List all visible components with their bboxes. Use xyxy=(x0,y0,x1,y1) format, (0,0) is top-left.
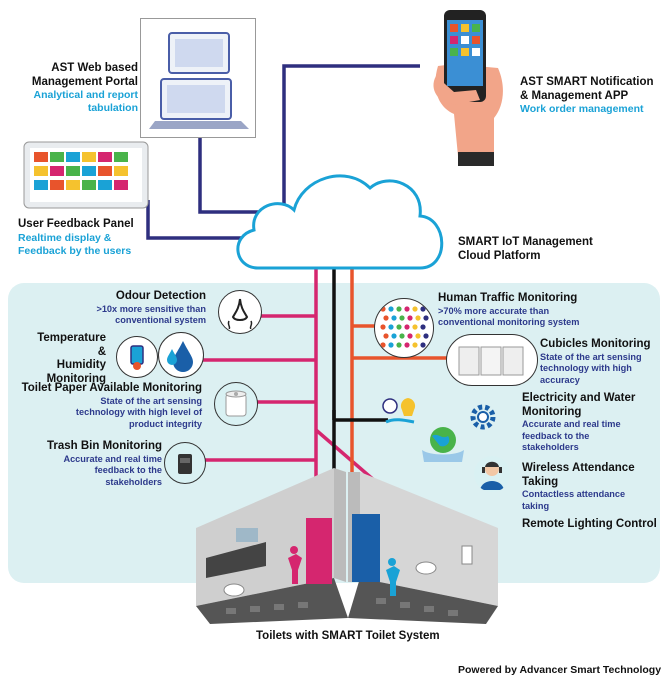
trash-bin-title: Trash Bin Monitoring xyxy=(47,440,162,452)
attendance-sub-1: Contactless attendance xyxy=(522,489,626,499)
attendance-sub-2: taking xyxy=(522,500,550,511)
toilets-illustration xyxy=(196,468,498,624)
cloud-label: SMART IoT Management Cloud Platform xyxy=(458,236,618,263)
footer-credit: Powered by Advancer Smart Technology xyxy=(458,664,662,676)
human-traffic-title: Human Traffic Monitoring xyxy=(438,292,578,304)
odour-sub-1: >10x more sensitive than xyxy=(96,303,206,314)
temperature-label: Temperature & Humidity Monitoring xyxy=(30,332,106,386)
remote-lighting-label: Remote Lighting Control xyxy=(522,518,657,530)
electricity-title-1: Electricity and Water xyxy=(522,392,636,404)
toilet-paper-sub-2: technology with high level of xyxy=(75,407,202,417)
user-icon xyxy=(474,456,510,492)
app-label: AST SMART Notification & Management APP … xyxy=(520,76,666,116)
toilet-paper-label: Toilet Paper Available Monitoring State … xyxy=(14,382,202,430)
human-traffic-label: Human Traffic Monitoring >70% more accur… xyxy=(438,292,648,329)
app-title-2: & Management APP xyxy=(520,89,629,102)
lightbulb-icon xyxy=(382,398,416,424)
toilets-caption: Toilets with SMART Toilet System xyxy=(256,630,440,642)
feedback-panel-label: User Feedback Panel Realtime display & F… xyxy=(18,218,168,258)
toilet-paper-sub-1: State of the art sensing xyxy=(100,395,202,406)
thermometer-icon xyxy=(116,336,158,378)
temperature-title-1: Temperature & xyxy=(37,332,106,358)
app-sub: Work order management xyxy=(520,103,644,115)
electricity-sub-3: stakeholders xyxy=(522,442,579,452)
cloud-title-2: Cloud Platform xyxy=(458,249,541,262)
gear-icon xyxy=(466,400,500,434)
cubicles-title: Cubicles Monitoring xyxy=(540,338,651,350)
cloud-title-1: SMART IoT Management xyxy=(458,236,593,248)
trash-bin-sub-3: stakeholders xyxy=(105,476,162,487)
trash-bin-label: Trash Bin Monitoring Accurate and real t… xyxy=(40,440,162,488)
feedback-sub-2: Feedback by the users xyxy=(18,244,132,257)
electricity-sub-1: Accurate and real time xyxy=(522,419,621,429)
nose-icon xyxy=(218,290,262,334)
odour-detection-label: Odour Detection >10x more sensitive than… xyxy=(48,290,206,327)
attendance-label: Wireless Attendance Taking Contactless a… xyxy=(522,462,664,512)
electricity-sub-2: feedback to the xyxy=(522,430,590,441)
portal-title-1: AST Web based xyxy=(51,62,138,74)
temperature-title-3: Monitoring xyxy=(46,372,106,385)
trash-bin-sub-2: feedback to the xyxy=(94,465,162,475)
cubicles-icon xyxy=(446,334,538,386)
odour-title: Odour Detection xyxy=(115,290,206,302)
human-traffic-sub-1: >70% more accurate than xyxy=(438,305,550,316)
odour-sub-2: conventional system xyxy=(115,315,206,325)
cubicles-sub-3: accuracy xyxy=(540,374,580,385)
portal-label: AST Web based Management Portal Analytic… xyxy=(20,62,138,115)
trash-bin-sub-1: Accurate and real time xyxy=(63,453,162,464)
globe-hands-icon xyxy=(422,427,464,462)
electricity-label: Electricity and Water Monitoring Accurat… xyxy=(522,392,664,454)
portal-title-2: Management Portal xyxy=(31,75,138,88)
app-title-1: AST SMART Notification xyxy=(520,76,654,88)
feedback-sub-1: Realtime display & xyxy=(18,231,112,244)
laptop-icon xyxy=(140,18,256,138)
tablet-panel-icon xyxy=(23,141,149,209)
toilet-paper-title: Toilet Paper Available Monitoring xyxy=(21,382,202,394)
electricity-title-2: Monitoring xyxy=(522,405,582,418)
smartphone-hand-icon xyxy=(433,10,503,166)
feedback-title: User Feedback Panel xyxy=(18,218,134,230)
trash-bin-icon xyxy=(164,442,206,484)
crowd-icon xyxy=(374,298,434,358)
portal-sub-2: tabulation xyxy=(87,102,138,114)
water-drop-icon xyxy=(158,332,204,378)
portal-sub-1: Analytical and report xyxy=(33,89,138,101)
cubicles-sub-1: State of the art sensing xyxy=(540,351,642,362)
cubicles-label: Cubicles Monitoring State of the art sen… xyxy=(540,338,664,386)
cubicles-sub-2: technology with high xyxy=(540,363,632,373)
cloud-icon xyxy=(236,174,444,270)
human-traffic-sub-2: conventional monitoring system xyxy=(438,317,580,327)
toilet-paper-sub-3: product integrity xyxy=(129,418,202,429)
temperature-title-2: Humidity xyxy=(56,359,106,371)
attendance-title-2: Taking xyxy=(522,475,559,488)
toilet-paper-icon xyxy=(214,382,258,426)
attendance-title-1: Wireless Attendance xyxy=(522,462,635,474)
